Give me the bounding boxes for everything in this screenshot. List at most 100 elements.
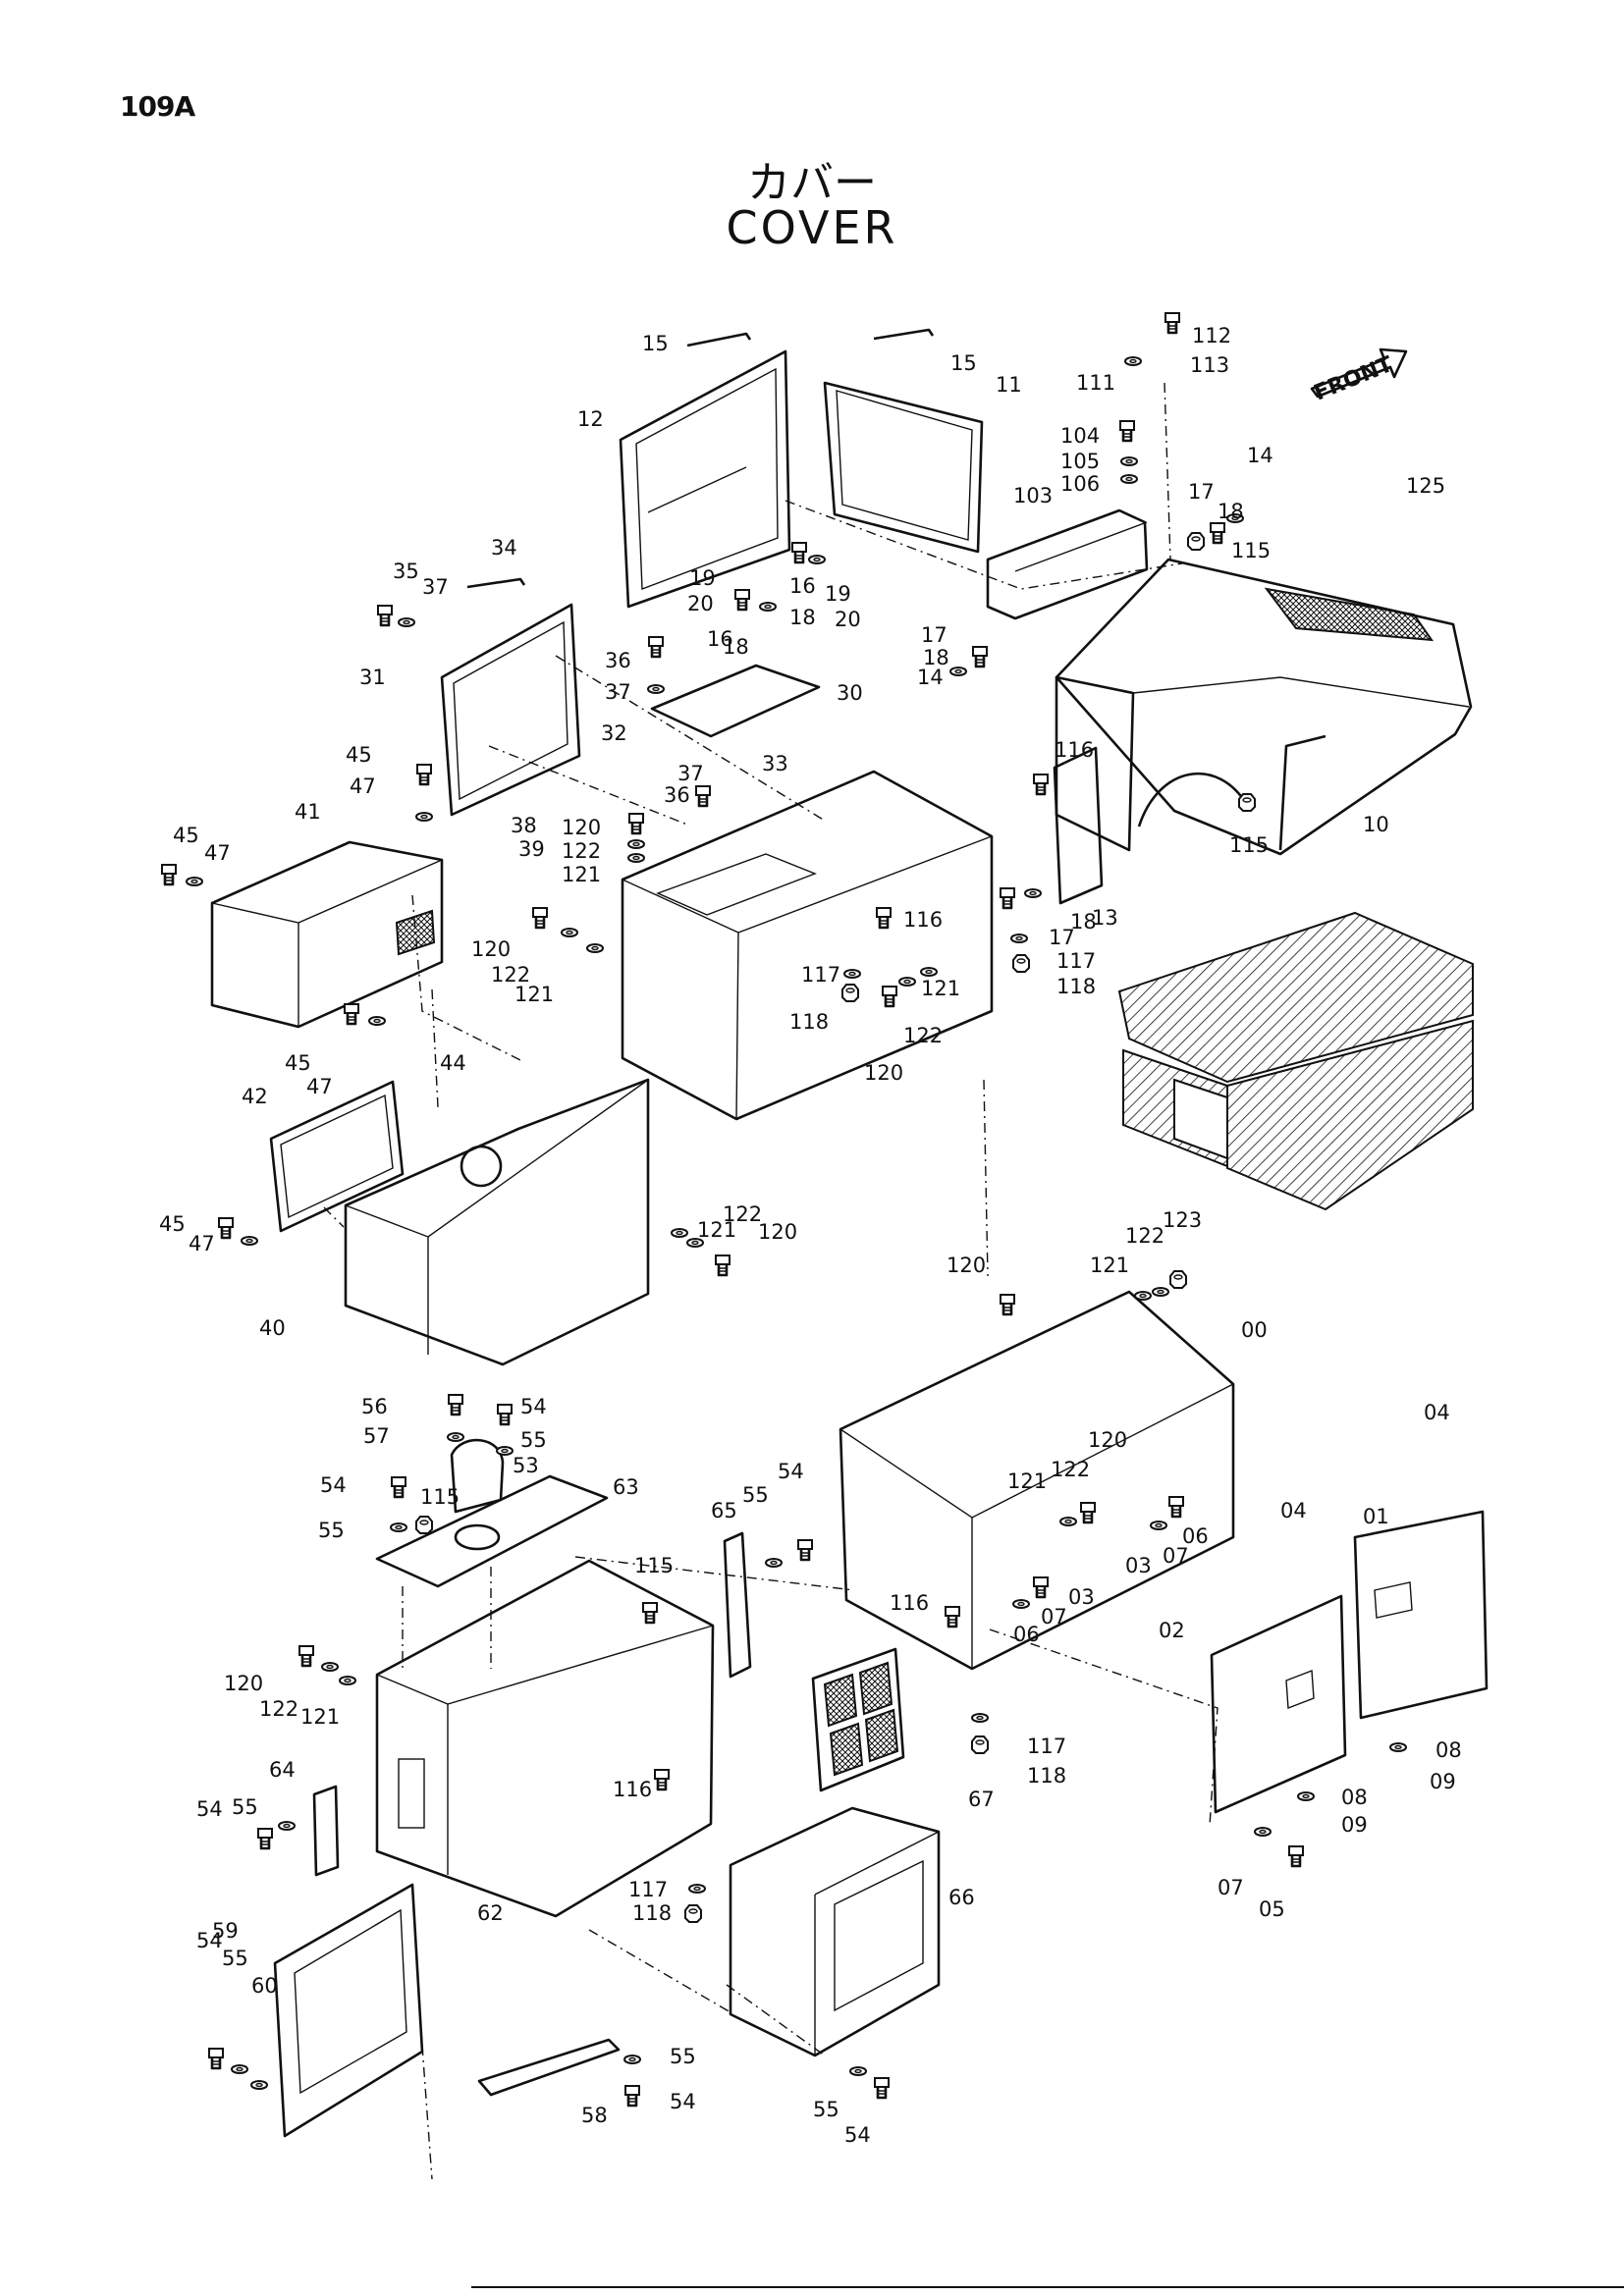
part-12-door: [619, 332, 791, 609]
part-label: 16: [789, 574, 816, 598]
part-31-door: [440, 577, 581, 817]
hardware-fasteners: [160, 311, 1407, 2108]
part-label: 115: [1229, 833, 1269, 857]
part-label: 63: [613, 1475, 639, 1499]
part-label: 66: [948, 1886, 975, 1909]
part-label: 03: [1068, 1585, 1095, 1609]
part-64-plate: [312, 1785, 340, 1877]
title-english: COVER: [726, 201, 898, 254]
front-direction-arrow: FRONT: [1310, 347, 1408, 406]
part-label: 116: [1055, 738, 1094, 762]
part-label: 122: [723, 1202, 762, 1226]
part-label: 42: [242, 1085, 268, 1108]
part-label: 122: [259, 1697, 298, 1721]
part-00-housing: [839, 1290, 1235, 1671]
part-label: 45: [159, 1212, 186, 1236]
part-label: 19: [689, 566, 716, 590]
part-label: 120: [864, 1061, 903, 1085]
part-label: 118: [632, 1901, 672, 1925]
part-label: 09: [1341, 1813, 1368, 1837]
part-label: 06: [1013, 1623, 1040, 1646]
part-label: 54: [320, 1473, 347, 1497]
part-label: 34: [491, 536, 517, 560]
part-label: 36: [664, 783, 690, 807]
part-63-plate: [375, 1438, 609, 1588]
part-label: 117: [801, 963, 840, 987]
part-66-frame: [729, 1806, 941, 2057]
part-label: 121: [300, 1705, 340, 1729]
part-103-cover: [986, 508, 1149, 620]
part-41-box: [210, 840, 444, 1029]
part-label: 14: [917, 666, 944, 689]
part-59-frame: [273, 1883, 424, 2138]
part-label: 67: [968, 1788, 995, 1811]
part-label: 120: [224, 1672, 263, 1695]
part-label: 06: [1182, 1524, 1209, 1548]
part-label: 55: [318, 1519, 345, 1542]
part-label: 30: [837, 681, 863, 705]
part-label: 103: [1013, 484, 1053, 507]
part-label: 116: [903, 908, 943, 932]
part-label: 18: [789, 606, 816, 629]
page-code: 109A: [120, 90, 195, 123]
part-label: 20: [835, 608, 861, 631]
part-label: 116: [890, 1591, 929, 1615]
part-label: 18: [1218, 500, 1244, 523]
part-label: 47: [189, 1232, 215, 1255]
part-40-frame: [344, 1078, 650, 1366]
part-label: 123: [1163, 1208, 1202, 1232]
part-01-door: [1353, 1510, 1489, 1720]
part-label: 105: [1060, 450, 1100, 473]
part-label: 07: [1041, 1605, 1067, 1629]
part-label: 14: [1247, 444, 1273, 467]
part-label: 18: [1070, 910, 1097, 934]
part-label: 33: [762, 752, 788, 775]
part-02-door: [1210, 1594, 1347, 1814]
part-label: 04: [1280, 1499, 1307, 1522]
part-label: 121: [697, 1218, 736, 1242]
part-label: 120: [562, 816, 601, 839]
part-label: 54: [844, 2123, 871, 2147]
part-42-door: [269, 1080, 405, 1233]
part-label: 54: [196, 1797, 223, 1821]
part-label: 54: [670, 2090, 696, 2113]
part-label: 05: [1259, 1897, 1285, 1921]
part-label: 122: [1125, 1224, 1164, 1248]
part-label: 37: [605, 680, 631, 704]
part-label: 55: [742, 1483, 769, 1507]
part-label: 106: [1060, 472, 1100, 496]
part-label: 55: [520, 1428, 547, 1452]
part-label: 121: [1007, 1469, 1047, 1493]
part-11-door: [823, 328, 984, 554]
part-label: 54: [196, 1929, 223, 1952]
part-10-hood: [1055, 558, 1473, 856]
part-label: 118: [1027, 1764, 1066, 1788]
part-label: 07: [1163, 1544, 1189, 1568]
part-label: 55: [232, 1795, 258, 1819]
part-label: 121: [514, 983, 554, 1006]
part-label: 08: [1341, 1786, 1368, 1809]
front-label: FRONT: [1311, 352, 1396, 406]
part-label: 38: [511, 814, 537, 837]
leader-lines: [173, 332, 1437, 2120]
part-label: 59: [212, 1919, 239, 1943]
part-label: 122: [491, 963, 530, 987]
part-label: 117: [1056, 949, 1096, 973]
part-label: 36: [605, 649, 631, 672]
part-label: 03: [1125, 1554, 1152, 1577]
part-62-housing: [375, 1559, 715, 1918]
part-label: 37: [422, 575, 449, 599]
part-label: 31: [359, 666, 386, 689]
part-label: 111: [1076, 371, 1115, 395]
part-label: 40: [259, 1316, 286, 1340]
part-label: 115: [420, 1485, 460, 1509]
part-label: 116: [613, 1778, 652, 1801]
part-label: 121: [1090, 1254, 1129, 1277]
part-label: 01: [1363, 1505, 1389, 1528]
part-label: 47: [204, 841, 231, 865]
part-label: 18: [723, 635, 749, 659]
part-label: 47: [350, 774, 376, 798]
part-label: 115: [634, 1554, 674, 1577]
part-label: 45: [173, 824, 199, 847]
